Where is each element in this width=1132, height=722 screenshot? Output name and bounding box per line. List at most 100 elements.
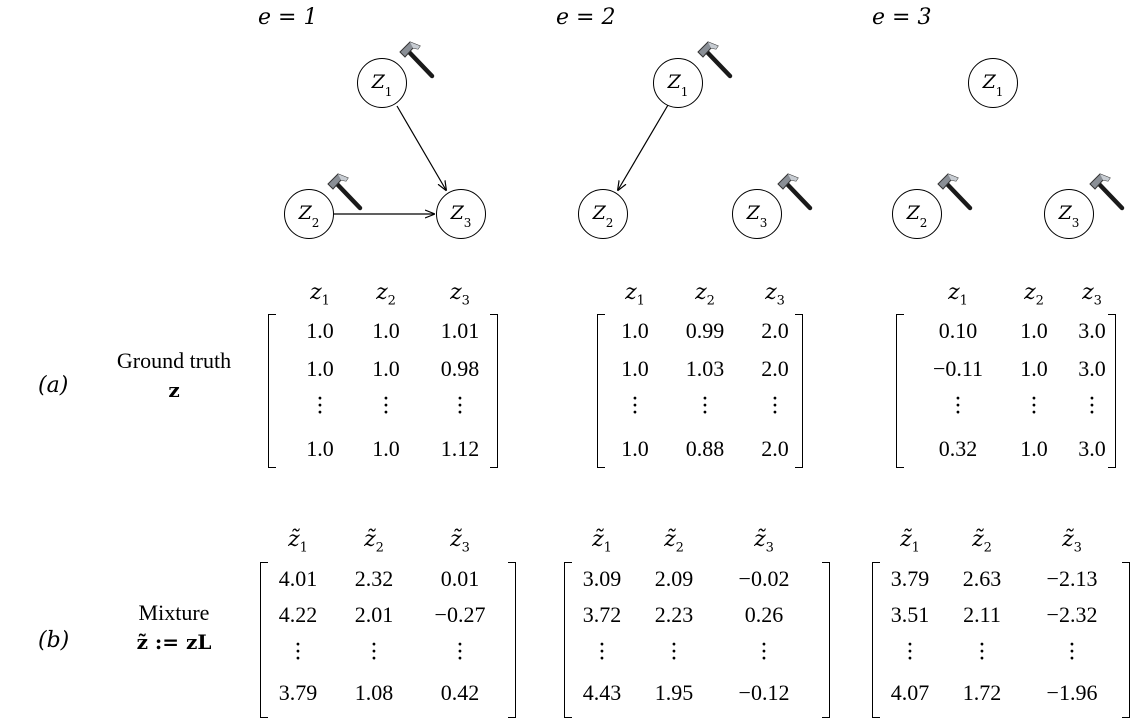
node-e2-z1: Z1: [653, 58, 703, 108]
matrix-cell: 2.23: [654, 602, 694, 627]
matrix-right-bracket: [508, 562, 516, 718]
matrix-cell: 1.0: [1020, 436, 1048, 461]
matrix-cell: 1.0: [306, 436, 334, 461]
matrix-left-bracket: [597, 314, 605, 468]
node-e3-z1: Z1: [968, 58, 1018, 108]
matrix-ellipsis: ···: [370, 633, 378, 672]
matrix-ellipsis: ···: [1030, 387, 1038, 426]
matrix-cell: 1.0: [372, 356, 400, 381]
matrix-ellipsis: ···: [1068, 633, 1076, 672]
column-header: z̃1: [592, 527, 612, 556]
column-header: z̃2: [664, 527, 684, 556]
column-header: z̃3: [450, 527, 470, 556]
matrix-cell: 2.0: [761, 356, 789, 381]
matrix-cell: 4.01: [278, 566, 318, 591]
matrix-cell: −1.96: [1046, 680, 1098, 705]
column-header: z̃2: [972, 527, 992, 556]
matrix-cell: 2.01: [354, 602, 394, 627]
matrix-cell: −0.12: [738, 680, 790, 705]
matrix-ellipsis: ···: [456, 633, 464, 672]
column-header: z̃1: [288, 527, 308, 556]
matrix-cell: 0.88: [685, 436, 725, 461]
matrix-cell: 2.32: [354, 566, 394, 591]
matrix-cell: 1.0: [621, 318, 649, 343]
matrix-cell: −0.11: [932, 356, 984, 381]
row-b-tag: (b): [38, 628, 70, 653]
matrix-right-bracket: [490, 314, 498, 468]
row-a-title-text: Ground truth: [116, 348, 232, 373]
column-header: z3: [765, 280, 785, 309]
matrix-cell: 3.0: [1078, 318, 1106, 343]
matrix-cell: 1.0: [621, 356, 649, 381]
row-b-symbol: z̃ := zL: [136, 630, 212, 654]
matrix-cell: 1.03: [685, 356, 725, 381]
matrix-right-bracket: [1108, 314, 1116, 468]
hammer-icon: [694, 40, 734, 80]
row-a-tag: (a): [38, 373, 69, 398]
node-e1-z1: Z1: [357, 58, 407, 108]
matrix-cell: 1.0: [306, 318, 334, 343]
matrix-cell: 3.72: [582, 602, 622, 627]
matrix-cell: 3.79: [890, 566, 930, 591]
matrix-cell: 1.0: [372, 318, 400, 343]
hammer-icon: [1086, 172, 1126, 212]
matrix-ellipsis: ···: [631, 387, 639, 426]
column-header: z̃1: [900, 527, 920, 556]
matrix-cell: 2.09: [654, 566, 694, 591]
matrix-cell: 0.42: [440, 680, 480, 705]
row-b-title-text: Mixture: [138, 600, 210, 625]
matrix-cell: 3.0: [1078, 436, 1106, 461]
matrix-ellipsis: ···: [760, 633, 768, 672]
column-header: z1: [625, 280, 645, 309]
matrix-ellipsis: ···: [294, 633, 302, 672]
matrix-cell: 4.43: [582, 680, 622, 705]
matrix-right-bracket: [795, 314, 803, 468]
matrix-cell: 1.0: [306, 356, 334, 381]
matrix-ellipsis: ···: [456, 387, 464, 426]
matrix-ellipsis: ···: [382, 387, 390, 426]
matrix-cell: 3.0: [1078, 356, 1106, 381]
column-header: z1: [948, 280, 968, 309]
matrix-cell: 4.07: [890, 680, 930, 705]
matrix-cell: 2.11: [963, 602, 1001, 627]
node-e1-z2: Z2: [284, 189, 334, 239]
causal-graph-edges: [334, 104, 669, 280]
matrix-cell: −2.13: [1046, 566, 1098, 591]
matrix-left-bracket: [268, 314, 276, 468]
matrix-cell: 1.12: [440, 436, 480, 461]
matrix-cell: 1.0: [1020, 318, 1048, 343]
matrix-cell: 3.51: [890, 602, 930, 627]
matrix-cell: 3.79: [278, 680, 318, 705]
column-header: z1: [310, 280, 330, 309]
matrix-cell: 1.08: [354, 680, 394, 705]
env-label-2: e = 2: [556, 5, 616, 30]
row-b-title: Mixture z̃ := zL: [100, 600, 248, 654]
matrix-ellipsis: ···: [670, 633, 678, 672]
matrix-cell: 0.10: [938, 318, 978, 343]
env-label-3: e = 3: [872, 5, 932, 30]
matrix-cell: 2.63: [962, 566, 1002, 591]
matrix-cell: 1.01: [440, 318, 480, 343]
matrix-ellipsis: ···: [906, 633, 914, 672]
matrix-cell: 3.09: [582, 566, 622, 591]
edge-e2-z1-z2: [618, 104, 669, 190]
column-header: z̃3: [1062, 527, 1082, 556]
hammer-icon: [934, 172, 974, 212]
column-header: z̃2: [364, 527, 384, 556]
matrix-cell: 0.99: [685, 318, 725, 343]
matrix-right-bracket: [1122, 562, 1130, 718]
column-header: z3: [1082, 280, 1102, 309]
matrix-ellipsis: ···: [316, 387, 324, 426]
node-e2-z2: Z2: [578, 189, 628, 239]
node-e1-z3: Z3: [436, 189, 486, 239]
matrix-cell: 1.72: [962, 680, 1002, 705]
matrix-cell: −0.02: [738, 566, 790, 591]
hammer-icon: [324, 172, 364, 212]
env-label-1: e = 1: [258, 5, 318, 30]
matrix-cell: 1.0: [372, 436, 400, 461]
